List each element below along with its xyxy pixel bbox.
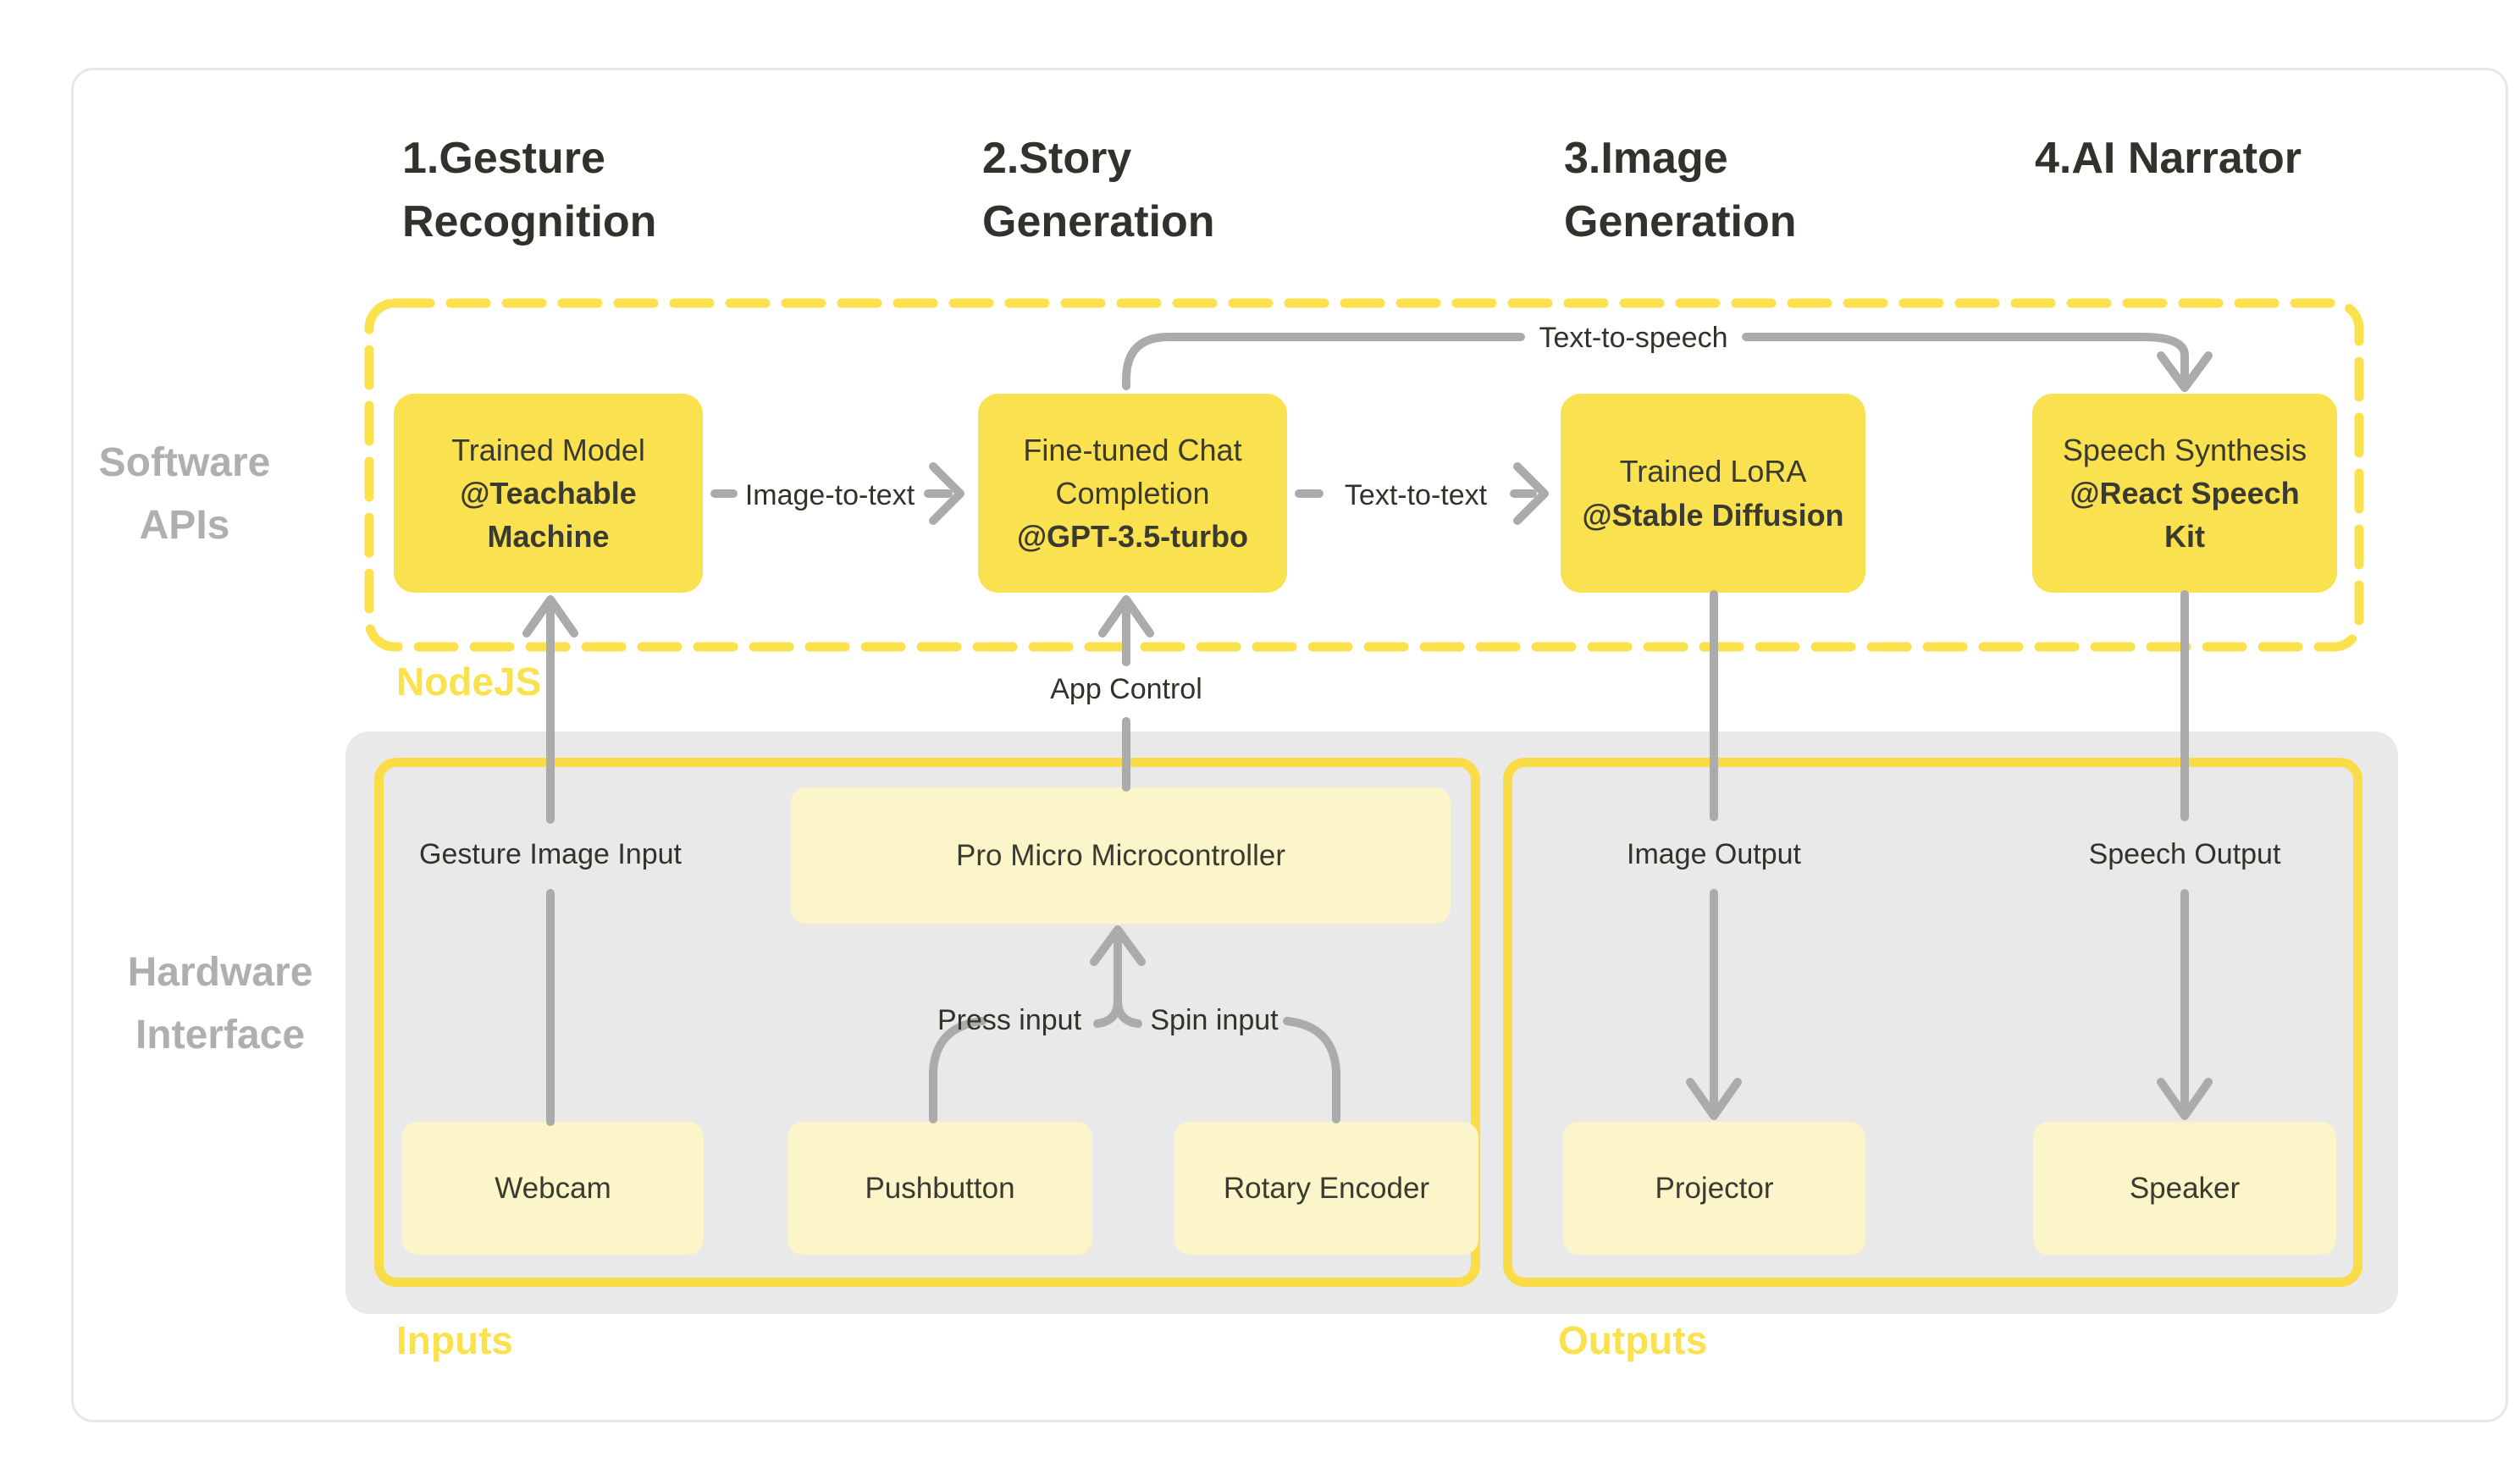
projector-box: Projector: [1563, 1122, 1865, 1255]
gesture-image-input-label: Gesture Image Input: [419, 838, 682, 870]
speech-output-label: Speech Output: [2088, 838, 2281, 870]
inputs-frame: [374, 758, 1480, 1287]
outputs-frame: [1503, 758, 2362, 1287]
api-box-subtitle: @GPT-3.5-turbo: [1016, 519, 1249, 555]
rotary-encoder-box: Rotary Encoder: [1174, 1122, 1478, 1255]
column-header-image-generation: 3.Image Generation: [1564, 134, 1797, 247]
api-box-teachable-machine: Trained Model @Teachable Machine: [394, 394, 703, 593]
text-to-speech-label: Text-to-speech: [1539, 322, 1728, 354]
api-box-title: Trained Model: [451, 432, 645, 467]
microcontroller-box: Pro Micro Microcontroller: [791, 787, 1451, 924]
api-box-subtitle: @Stable Diffusion: [1582, 497, 1844, 533]
column-header-story-generation: 2.Story Generation: [982, 134, 1215, 247]
api-box-stable-diffusion: Trained LoRA @Stable Diffusion: [1561, 394, 1865, 593]
api-box-title: Trained LoRA: [1619, 454, 1807, 489]
api-box-title: Fine-tuned Chat Completion: [1023, 432, 1242, 511]
api-box-subtitle: @Teachable Machine: [460, 475, 637, 555]
image-to-text-label: Image-to-text: [744, 479, 915, 511]
image-output-label: Image Output: [1626, 838, 1802, 870]
column-header-ai-narrator: 4.AI Narrator: [2035, 134, 2302, 183]
hardware-interface-label: Hardware Interface: [127, 950, 313, 1058]
api-box-subtitle: @React Speech Kit: [2070, 475, 2300, 555]
app-control-label: App Control: [1050, 673, 1202, 705]
text-to-text-label: Text-to-text: [1344, 479, 1488, 511]
api-box-react-speech-kit: Speech Synthesis @React Speech Kit: [2032, 394, 2337, 593]
inputs-label: Inputs: [396, 1318, 513, 1362]
webcam-box: Webcam: [402, 1122, 704, 1255]
spin-input-label: Spin input: [1150, 1004, 1279, 1036]
pushbutton-box: Pushbutton: [788, 1122, 1092, 1255]
column-header-gesture-recognition: 1.Gesture Recognition: [402, 134, 657, 247]
api-box-title: Speech Synthesis: [2062, 432, 2307, 467]
press-input-label: Press input: [937, 1004, 1082, 1036]
outputs-label: Outputs: [1558, 1318, 1708, 1362]
speaker-box: Speaker: [2033, 1122, 2336, 1255]
software-apis-label: Software APIs: [98, 440, 271, 549]
api-box-gpt: Fine-tuned Chat Completion @GPT-3.5-turb…: [978, 394, 1287, 593]
nodejs-label: NodeJS: [396, 660, 542, 704]
